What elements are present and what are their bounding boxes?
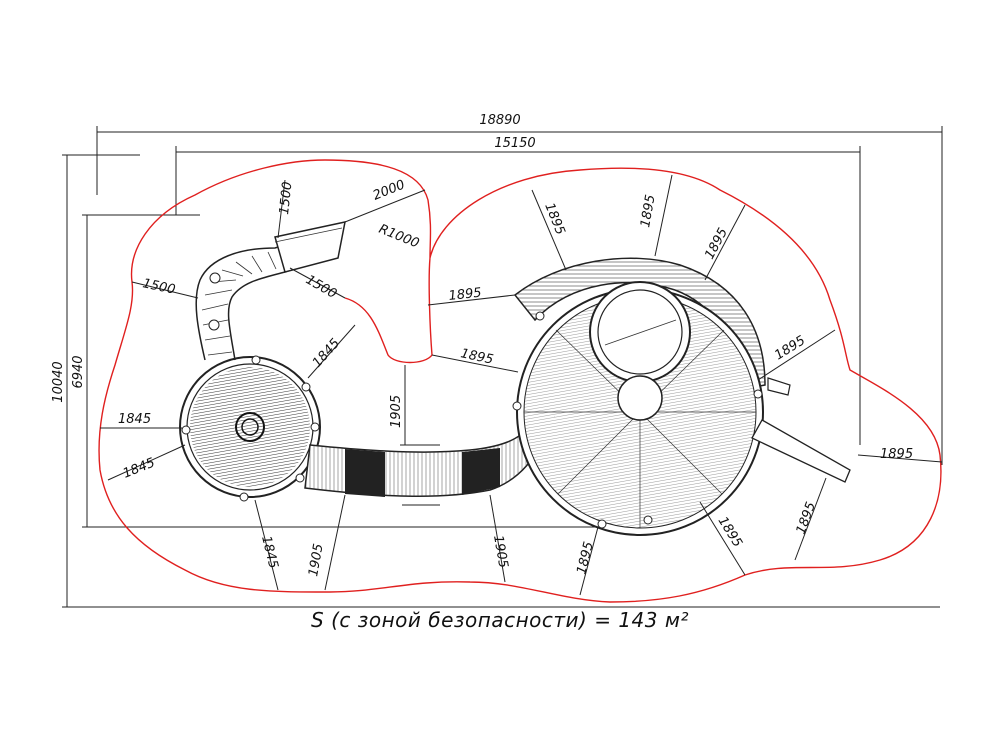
inner-height-label: 6940	[71, 355, 86, 388]
slide-top-height-label: 1500	[277, 181, 295, 215]
slide-side-zone-label: 1500	[303, 272, 339, 302]
dimension-lines	[100, 174, 943, 596]
overall-width-label: 18890	[479, 113, 520, 128]
slide-left-zone-label: 1500	[141, 276, 176, 298]
bridge-zone-top-label: 1905	[389, 395, 404, 428]
bridge-zone-bottom-left-label: 1905	[306, 542, 327, 577]
right-tower-zone-label-4: 1895	[638, 193, 659, 228]
right-tower-zone-label-7: 1895	[880, 447, 913, 462]
safety-zone-notch	[344, 257, 433, 364]
safety-zone-outline	[98, 159, 942, 603]
right-tower-zone-label-8: 1895	[794, 500, 819, 536]
bridge-zone-bottom-right-label: 1905	[490, 534, 511, 569]
left-tower-zone-bottom-label: 1845	[258, 534, 281, 570]
right-tower-zone-label-1: 1895	[448, 286, 482, 304]
left-tower-zone-left-label: 1845	[118, 412, 151, 427]
right-tower-zone-label-2: 1895	[459, 346, 494, 368]
bridge	[304, 424, 546, 506]
dimension-frames	[62, 126, 943, 608]
right-tower-zone-label-5: 1895	[702, 226, 731, 262]
right-tower-zone-label-10: 1895	[574, 540, 597, 576]
left-tower-zone-upper-label: 1845	[310, 336, 343, 371]
inner-width-label: 15150	[494, 136, 535, 151]
area-caption: S (с зоной безопасности) = 143 м²	[311, 608, 689, 632]
right-tower	[512, 257, 851, 536]
left-tower	[179, 355, 321, 502]
right-tower-zone-label-3: 1895	[541, 201, 567, 237]
tube-slide	[195, 221, 346, 361]
left-tower-zone-lower-left-label: 1845	[121, 455, 157, 481]
overall-height-label: 10040	[51, 361, 66, 402]
radius-label: R1000	[377, 222, 422, 252]
